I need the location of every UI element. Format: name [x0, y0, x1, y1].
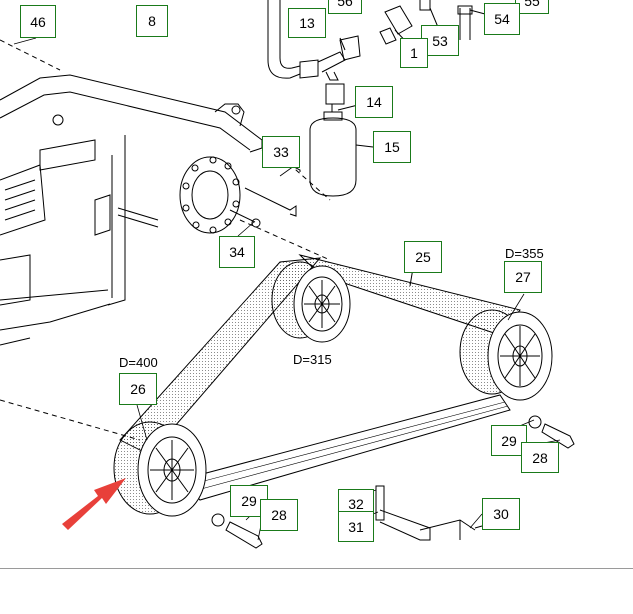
callout-56[interactable]: 56 — [328, 0, 362, 14]
callout-14[interactable]: 14 — [355, 86, 393, 118]
callout-8[interactable]: 8 — [136, 5, 168, 37]
hydraulic-fittings — [267, 0, 486, 112]
callout-55[interactable]: 55 — [515, 0, 549, 14]
bolts-and-washers — [211, 415, 575, 549]
callout-15[interactable]: 15 — [373, 131, 411, 163]
callout-1[interactable]: 1 — [400, 38, 428, 68]
callout-31[interactable]: 31 — [338, 511, 374, 542]
callout-28-bottom[interactable]: 28 — [260, 499, 298, 531]
red-pointer-arrow-icon — [62, 478, 126, 530]
callout-28-right[interactable]: 28 — [521, 442, 559, 473]
dimension-d400: D=400 — [119, 355, 158, 370]
pulley-d315 — [271, 261, 351, 343]
lever-linkage — [375, 485, 483, 541]
accumulator — [309, 111, 374, 197]
diagram-viewer[interactable]: 46 8 56 55 54 13 53 1 14 15 33 34 25 27 … — [0, 0, 633, 568]
callout-33[interactable]: 33 — [262, 136, 300, 168]
callout-30[interactable]: 30 — [482, 498, 520, 530]
callout-46[interactable]: 46 — [20, 5, 56, 38]
callout-13[interactable]: 13 — [288, 8, 326, 38]
callout-26[interactable]: 26 — [119, 373, 157, 405]
callout-54[interactable]: 54 — [484, 3, 520, 35]
pulley-d400 — [113, 421, 207, 517]
callout-34[interactable]: 34 — [219, 236, 255, 268]
callout-27[interactable]: 27 — [504, 261, 542, 293]
viewer-bottom-bar — [0, 568, 633, 614]
parts-diagram — [0, 0, 575, 549]
machine-frame — [0, 39, 331, 441]
bolt-flange — [179, 156, 297, 234]
dimension-d355: D=355 — [505, 246, 544, 261]
drive-belt — [119, 254, 521, 501]
callout-25[interactable]: 25 — [404, 241, 442, 273]
dimension-d315: D=315 — [293, 352, 332, 367]
pulley-d355 — [459, 309, 553, 401]
